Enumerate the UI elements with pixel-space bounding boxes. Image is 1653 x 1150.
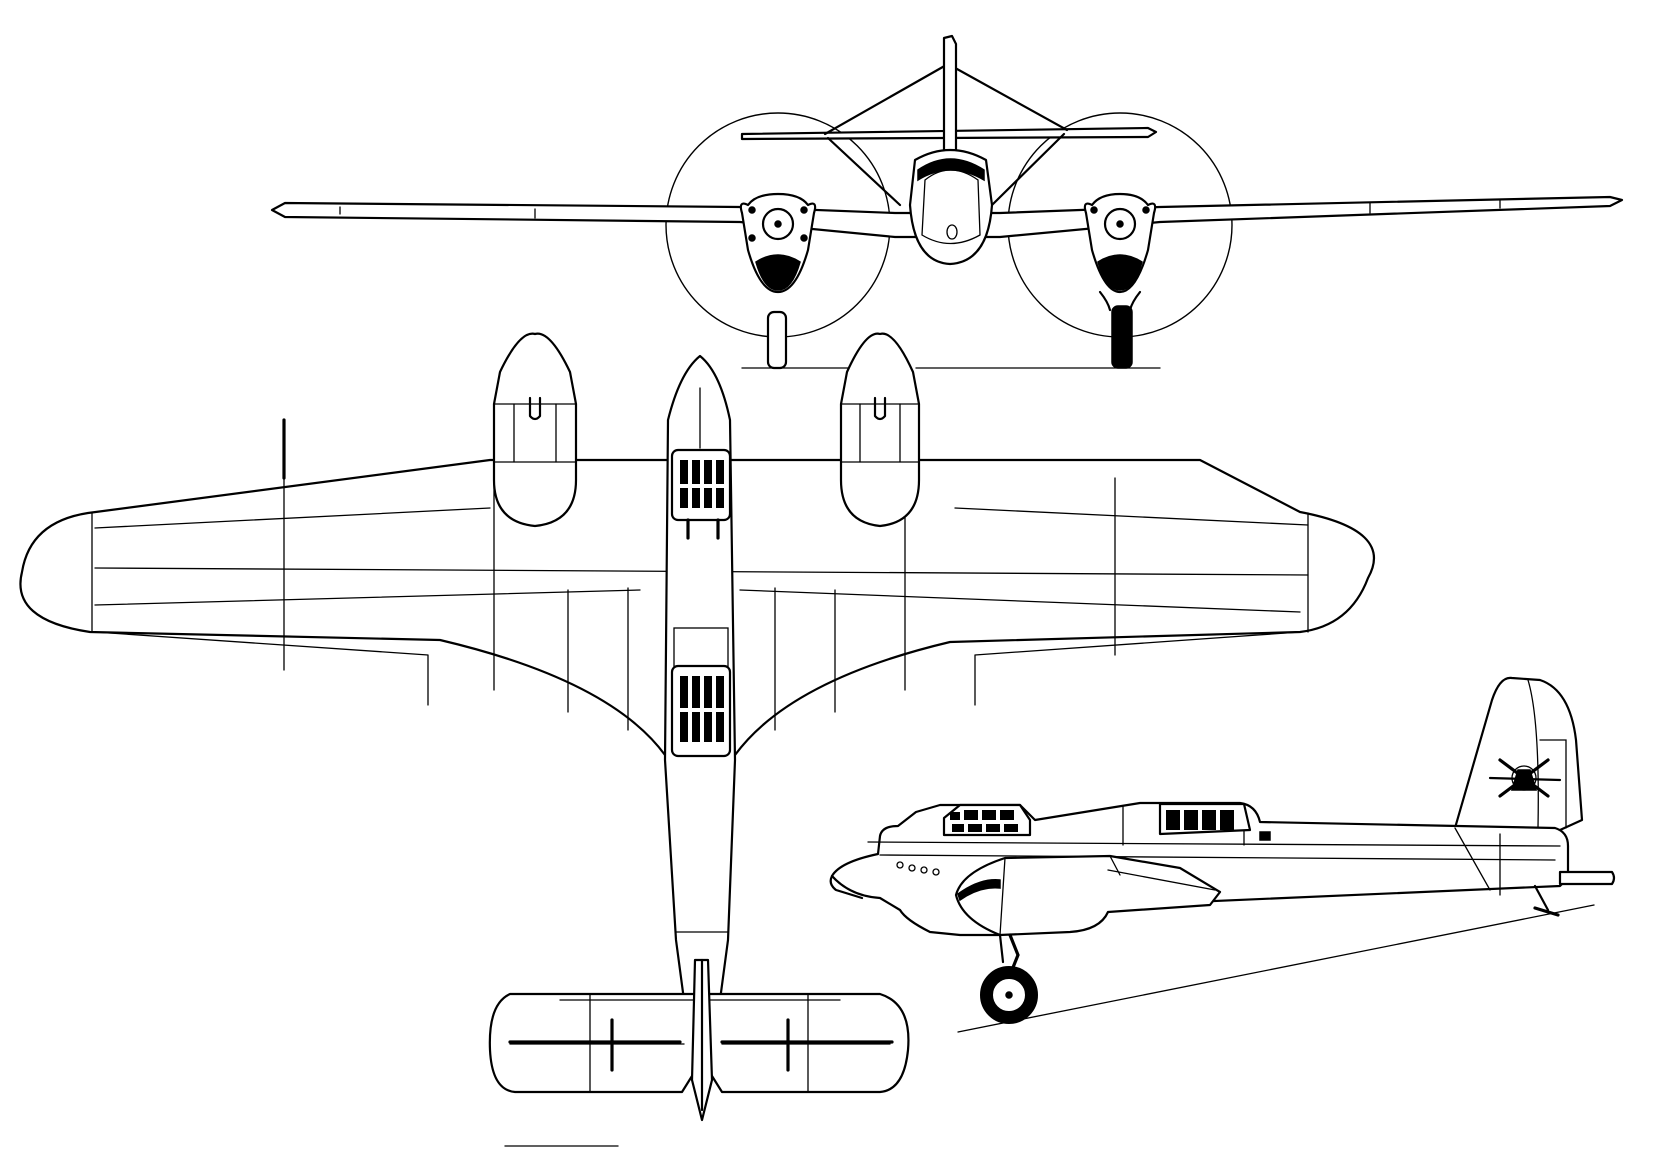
front-fuselage (908, 149, 994, 266)
front-view (270, 34, 1624, 370)
side-ground-line (957, 904, 1595, 1033)
left-main-gear-front (766, 310, 788, 370)
top-view (19, 332, 1375, 1147)
left-nacelle-top (492, 332, 578, 528)
side-view (829, 676, 1616, 1033)
right-nacelle-top (839, 332, 921, 528)
side-fin (1453, 676, 1584, 832)
side-nacelle (954, 854, 1222, 937)
front-fin (942, 34, 958, 162)
right-main-gear-front (1111, 305, 1133, 369)
